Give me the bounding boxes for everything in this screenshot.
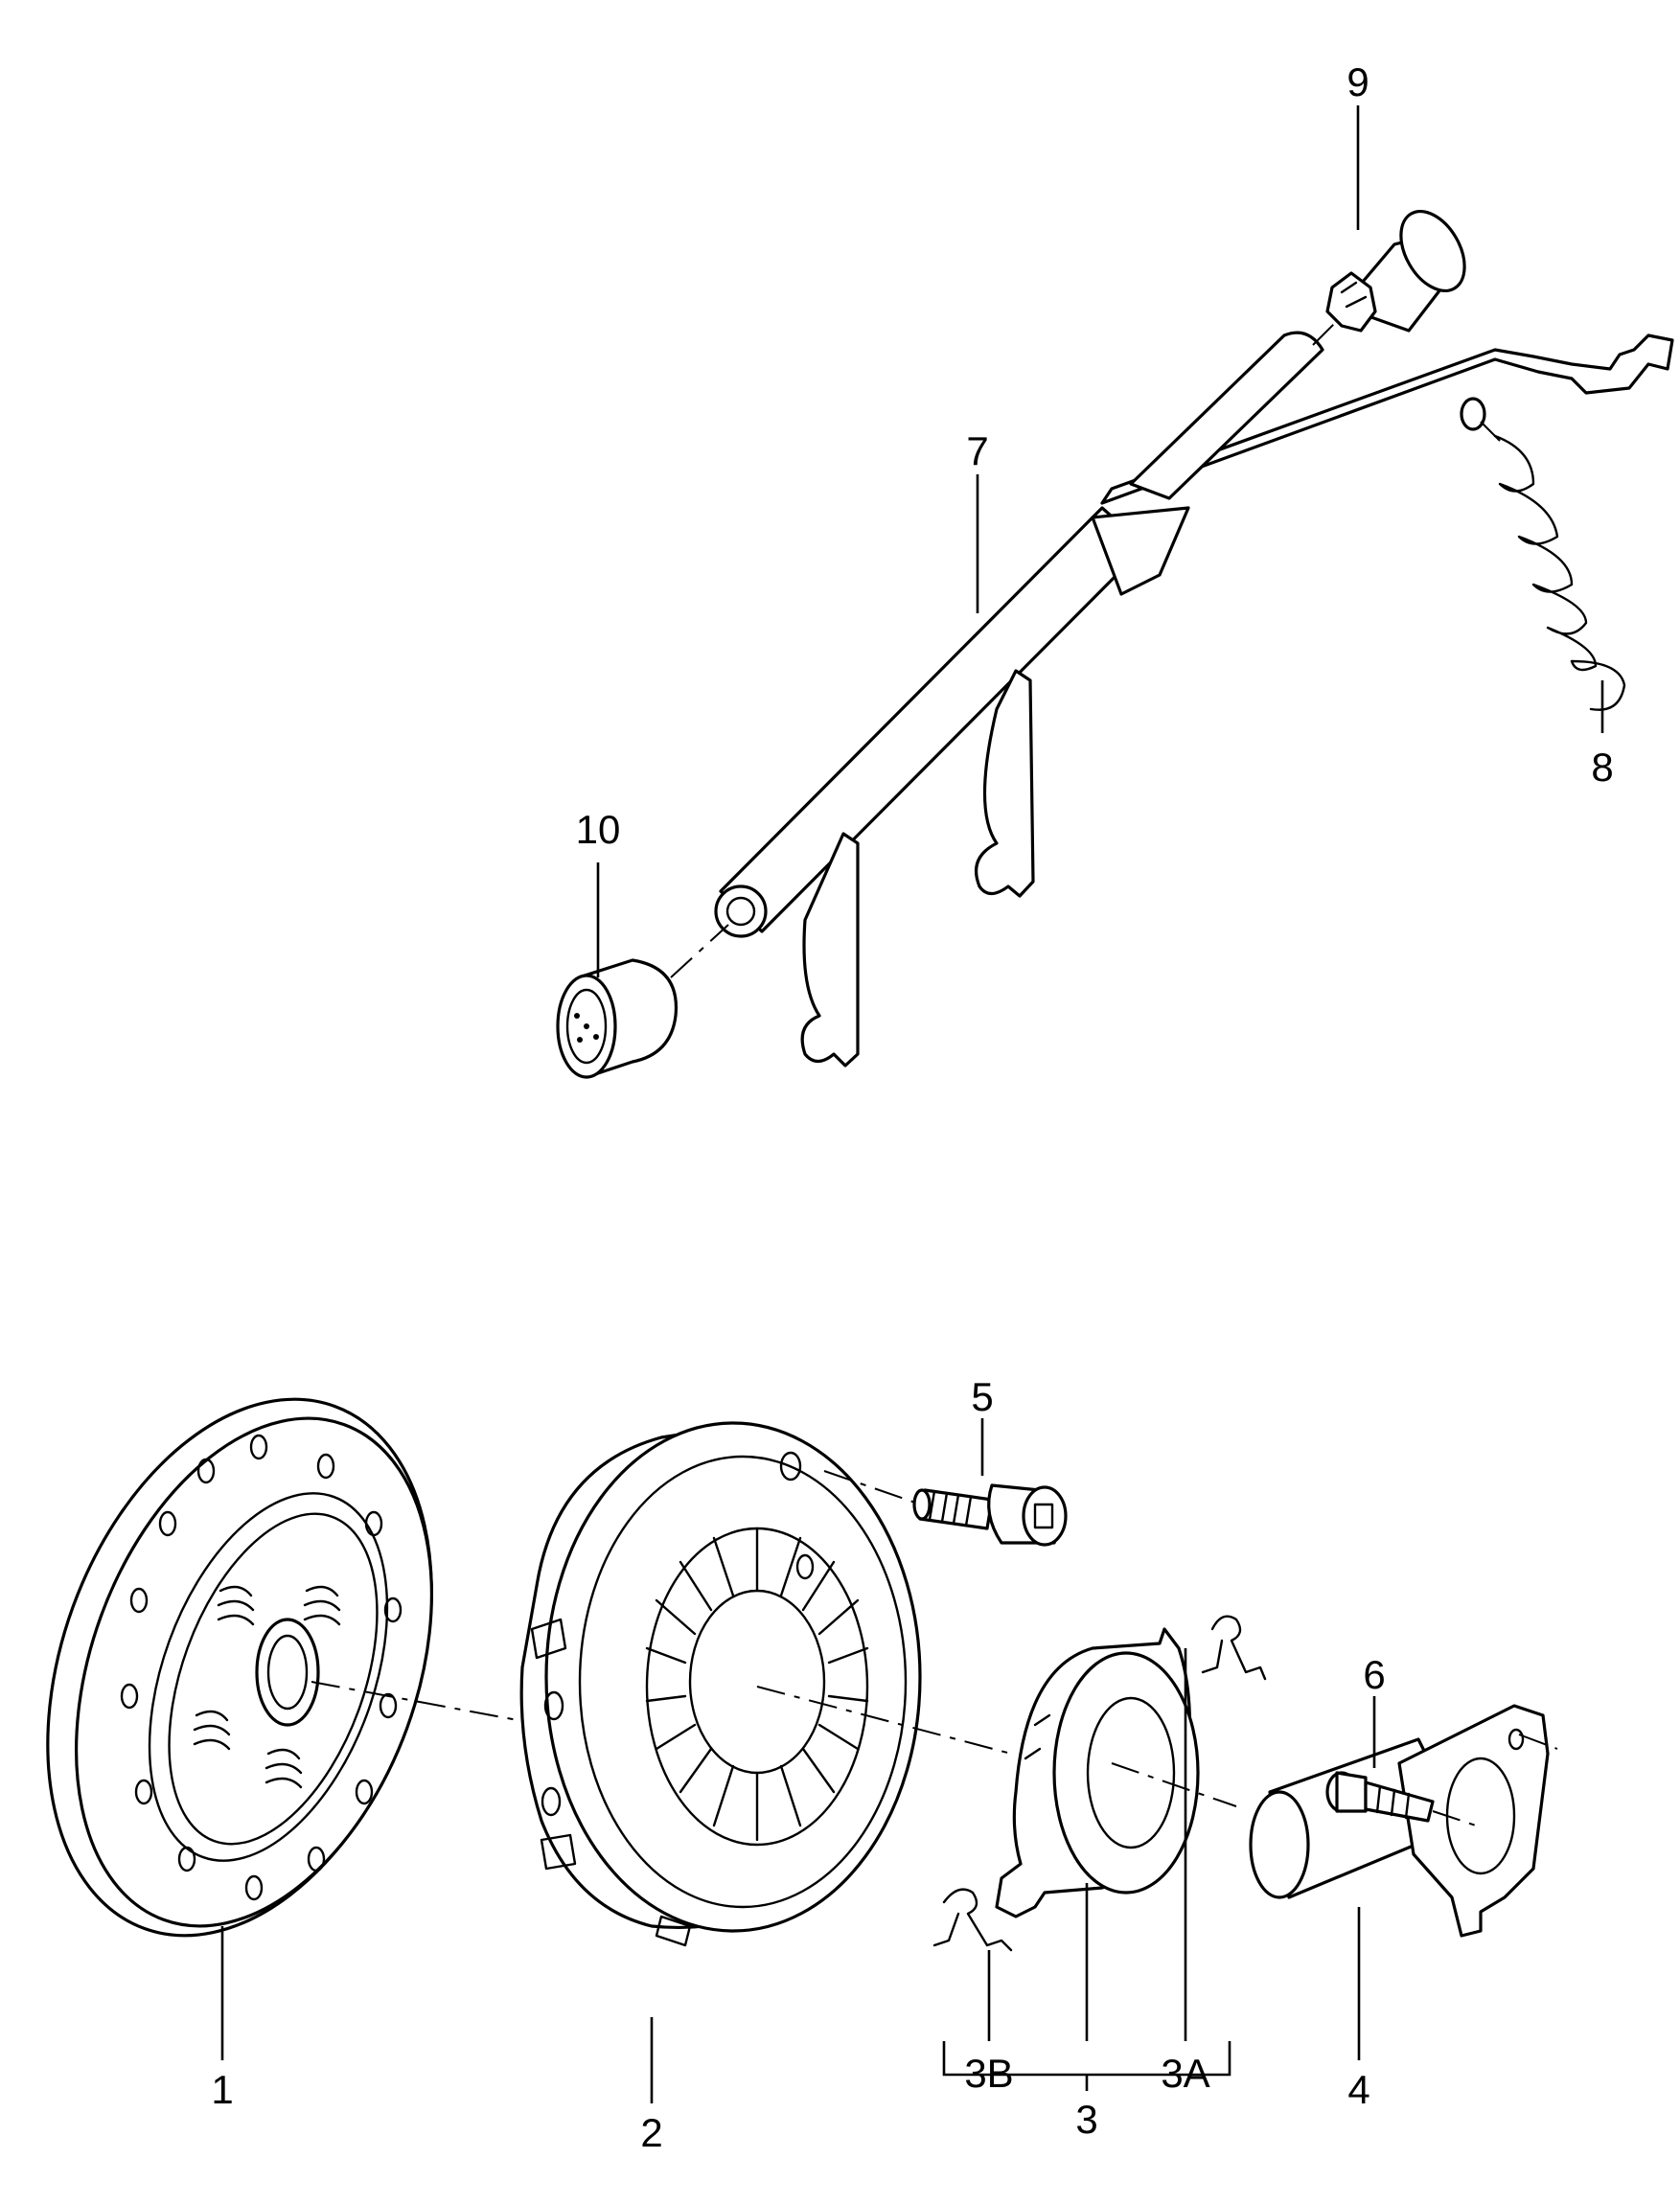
callout-9: 9 xyxy=(1346,59,1369,104)
callout-2: 2 xyxy=(640,2110,662,2155)
callout-5: 5 xyxy=(971,1374,993,1419)
retaining-clip-3b xyxy=(932,1888,1013,1952)
callout-7: 7 xyxy=(966,428,988,473)
callout-labels: 9 7 8 10 5 6 1 2 3B 3A 3 4 xyxy=(211,59,1613,2155)
return-spring xyxy=(1493,434,1626,711)
callout-3: 3 xyxy=(1075,2097,1097,2142)
clutch-assembly xyxy=(46,1397,1558,1952)
callout-3a: 3A xyxy=(1161,2051,1209,2096)
release-bearing xyxy=(995,1627,1200,1918)
callout-4: 4 xyxy=(1347,2067,1369,2112)
needle-bushing xyxy=(556,958,679,1079)
clutch-disc xyxy=(46,1397,433,1938)
shaft-bushing xyxy=(1325,209,1466,333)
guide-sleeve xyxy=(1249,1704,1550,1938)
release-shaft-assembly xyxy=(556,209,1674,1079)
release-shaft xyxy=(714,331,1674,1068)
callout-10: 10 xyxy=(576,807,621,852)
bolt-5 xyxy=(912,1483,1068,1547)
leader-lines xyxy=(220,105,1604,2103)
callout-8: 8 xyxy=(1591,745,1613,790)
bolt-6 xyxy=(1325,1771,1435,1823)
callout-3b: 3B xyxy=(964,2051,1013,2096)
retaining-clip-3a xyxy=(1201,1615,1267,1681)
pressure-plate xyxy=(519,1421,922,1947)
callout-1: 1 xyxy=(211,2067,233,2112)
callout-6: 6 xyxy=(1363,1652,1385,1697)
